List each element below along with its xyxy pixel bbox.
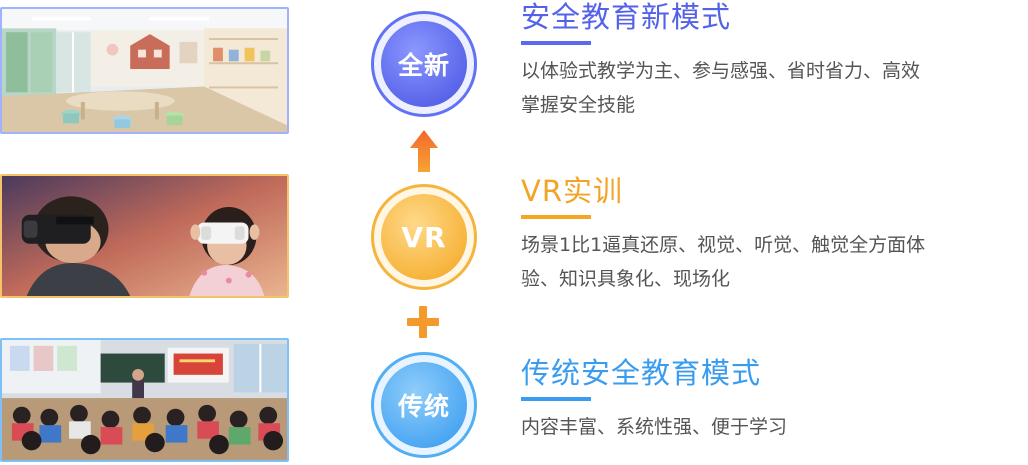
new-mode-badge-label: 全新: [381, 21, 467, 107]
classroom-photo: [0, 7, 289, 134]
new-mode-badge: 全新: [371, 11, 477, 117]
new-mode-section: 安全教育新模式 以体验式教学为主、参与感强、省时省力、高效 掌握安全技能: [521, 0, 1026, 122]
vr-badge: VR: [371, 184, 477, 290]
up-arrow-icon: [410, 130, 438, 172]
vr-training-photo: [0, 174, 289, 298]
traditional-mode-description: 内容丰富、系统性强、便于学习: [521, 410, 1026, 444]
vr-badge-label: VR: [381, 194, 467, 280]
vr-section: VR实训 场景1比1逼真还原、视觉、听觉、触觉全方面体 验、知识具象化、现场化: [521, 174, 1026, 296]
traditional-mode-underline: [521, 397, 591, 401]
vr-illustration: [2, 176, 287, 296]
plus-icon: [407, 306, 439, 338]
traditional-mode-badge: 传统: [371, 352, 477, 458]
classroom-illustration: [2, 9, 287, 132]
new-mode-underline: [521, 41, 591, 45]
new-mode-desc-line-1: 以体验式教学为主、参与感强、省时省力、高效: [521, 60, 921, 82]
new-mode-title: 安全教育新模式: [521, 0, 732, 34]
traditional-mode-section: 传统安全教育模式 内容丰富、系统性强、便于学习: [521, 356, 1026, 444]
new-mode-description: 以体验式教学为主、参与感强、省时省力、高效 掌握安全技能: [521, 54, 1026, 122]
vr-description: 场景1比1逼真还原、视觉、听觉、触觉全方面体 验、知识具象化、现场化: [521, 228, 1026, 296]
vr-desc-line-1: 场景1比1逼真还原、视觉、听觉、触觉全方面体: [521, 234, 926, 256]
traditional-mode-badge-label: 传统: [381, 362, 467, 448]
new-mode-desc-line-2: 掌握安全技能: [521, 94, 636, 116]
lecture-illustration: [2, 340, 287, 460]
vr-title: VR实训: [521, 174, 623, 208]
traditional-mode-desc-line-1: 内容丰富、系统性强、便于学习: [521, 416, 788, 438]
vr-underline: [521, 215, 591, 219]
traditional-mode-title: 传统安全教育模式: [521, 356, 762, 390]
vr-desc-line-2: 验、知识具象化、现场化: [521, 268, 731, 290]
lecture-classroom-photo: [0, 338, 289, 462]
